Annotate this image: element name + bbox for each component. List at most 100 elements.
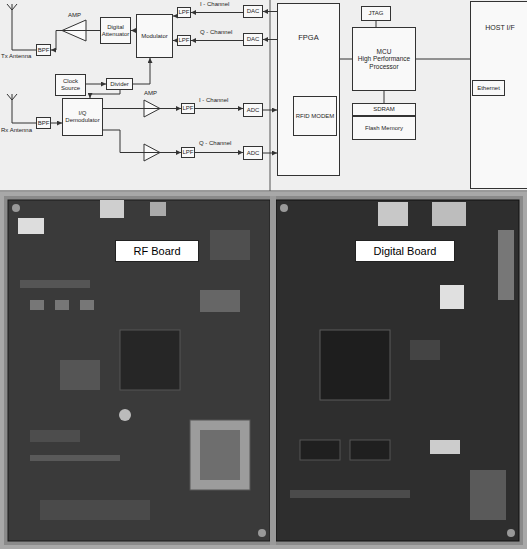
signal-connector: [416, 59, 470, 60]
jtag-box: JTAG: [361, 6, 391, 21]
digital-board: [276, 200, 519, 541]
box-text: Modulator: [141, 33, 168, 40]
chip: [410, 340, 440, 360]
board-gap: [270, 196, 276, 545]
box-text: Ethernet: [477, 85, 500, 92]
trace: [30, 455, 120, 461]
trace: [20, 280, 90, 288]
sticker: [440, 285, 464, 309]
signal-connector: [195, 108, 243, 109]
box-text: Digital Board: [374, 245, 437, 258]
component: [210, 230, 250, 260]
antenna-symbols: [7, 4, 36, 123]
box-text: Divider: [110, 81, 129, 88]
filter-box: LPF: [181, 147, 195, 158]
mount-hole: [258, 529, 266, 537]
board-label: RF Board: [115, 240, 199, 262]
component: [30, 430, 80, 442]
box-text: ADC: [247, 107, 260, 114]
box-text: DAC: [247, 36, 260, 43]
tx-antenna: [7, 4, 36, 50]
diagram-ground: [0, 0, 527, 191]
signal-connector: [263, 39, 277, 40]
box-text: LPF: [179, 9, 190, 16]
processor-box: MCUHigh Performance Processor: [352, 27, 416, 91]
signal-label: AMP: [68, 12, 81, 18]
chip: [350, 440, 390, 460]
modem-box: RFID MODEM: [293, 96, 337, 136]
photo-ground: [0, 192, 527, 549]
signal-connector: [90, 90, 120, 98]
signal-connector: [195, 152, 243, 153]
signal-connector: [263, 110, 277, 111]
board-photo: [0, 192, 527, 549]
box-text: Digital Attenuator: [102, 24, 130, 38]
chip: [120, 330, 180, 390]
signal-connector: [340, 59, 352, 60]
box-text: LPF: [179, 37, 190, 44]
filter-box: LPF: [181, 103, 195, 114]
component: [80, 300, 94, 310]
box-text: FPGA: [298, 34, 318, 43]
signal-label: I - Channel: [200, 1, 229, 7]
section-divider: [270, 0, 271, 191]
mount-hole: [280, 204, 288, 212]
box-text: BPF: [38, 120, 50, 127]
shield-can: [190, 420, 250, 490]
box-text: ADC: [247, 150, 260, 157]
signal-label: AMP: [144, 90, 157, 96]
box-text: BPF: [38, 47, 50, 54]
host-box: HOST I/FEthernet: [470, 1, 527, 189]
box-text: RFID MODEM: [296, 113, 335, 120]
component: [55, 300, 69, 310]
antenna-label: Tx Antenna: [1, 53, 31, 59]
sticker: [18, 218, 44, 234]
signal-connector: [86, 84, 106, 85]
converter-box: ADC: [243, 103, 263, 117]
crystal: [119, 409, 131, 421]
signal-label: I - Channel: [199, 97, 228, 103]
box-text: I/Q Demodulator: [64, 110, 101, 124]
chip: [300, 440, 340, 460]
component: [60, 360, 100, 390]
memory-box: SDRAM: [352, 103, 416, 116]
rx-antenna: [7, 94, 36, 123]
signal-connector: [51, 123, 62, 124]
memory-box: Flash Memory: [352, 116, 416, 140]
box-text: MCU: [377, 48, 392, 55]
trace: [290, 490, 410, 498]
box-text: Flash Memory: [365, 125, 403, 132]
box-text: SDRAM: [373, 106, 395, 113]
connector: [432, 202, 466, 226]
signal-connector: [51, 31, 100, 51]
connector: [150, 202, 166, 216]
mount-hole: [507, 529, 515, 537]
filter-box: BPF: [36, 117, 51, 129]
component: [200, 290, 240, 312]
demodulator-box: I/Q Demodulator: [62, 98, 103, 136]
component: [40, 500, 150, 520]
signal-connector: [133, 58, 150, 84]
connector: [470, 470, 506, 520]
shield-can: [200, 430, 240, 480]
board-label: Digital Board: [355, 240, 455, 262]
fpga-box: FPGA RFID MODEM: [277, 3, 340, 176]
ethernet-jack: [378, 202, 408, 226]
signal-connector: [191, 12, 243, 13]
divider-box: Divider: [106, 78, 133, 90]
converter-box: DAC: [243, 33, 263, 46]
connector: [498, 230, 514, 300]
modulator-box: Modulator: [136, 14, 173, 58]
signal-label: Q - Channel: [199, 140, 231, 146]
box-text: LPF: [183, 149, 194, 156]
connector: [100, 200, 124, 218]
signal-connector: [103, 108, 181, 109]
box-text: LPF: [183, 105, 194, 112]
signal-connector: [103, 130, 181, 153]
box-text: RF Board: [133, 245, 180, 258]
component: [30, 300, 44, 310]
filter-box: LPF: [177, 35, 191, 46]
clock-box: Clock Source: [55, 74, 86, 96]
dip-switch: [430, 440, 460, 454]
